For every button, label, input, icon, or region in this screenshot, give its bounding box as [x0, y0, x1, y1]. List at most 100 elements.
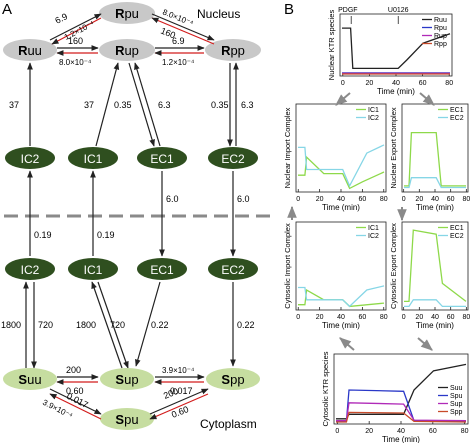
- svg-text:Rpu: Rpu: [115, 6, 139, 21]
- y-axis-label: Cytosolic Import Complex: [283, 223, 292, 309]
- svg-text:0.19: 0.19: [97, 230, 115, 240]
- node-spu: Spu: [100, 408, 154, 430]
- x-tick-label: 20: [365, 428, 373, 435]
- series-line-ic2: [298, 144, 385, 188]
- legend-label-ec2: EC2: [450, 115, 464, 122]
- flow-arrow-export-to-cyto: [417, 337, 433, 351]
- legend-label-ruu: Ruu: [434, 17, 447, 24]
- x-tick-label: 0: [296, 314, 300, 321]
- x-tick-label: 0: [402, 196, 406, 203]
- arrow-ic2-to-ruu: 37: [9, 62, 33, 146]
- svg-text:720: 720: [38, 320, 53, 330]
- series-line-ec1: [404, 229, 467, 303]
- svg-text:0.19: 0.19: [34, 230, 52, 240]
- legend-label-ec2: EC2: [450, 233, 464, 240]
- svg-text:6.0: 6.0: [166, 194, 179, 204]
- x-tick-label: 20: [366, 80, 374, 87]
- rate-rup-rpp-rev: 1.2×10⁻⁴: [162, 58, 195, 67]
- svg-text:37: 37: [9, 100, 19, 110]
- cytoplasm-label: Cytoplasm: [200, 417, 257, 431]
- u0126-annotation: U0126: [388, 7, 409, 14]
- x-tick-label: 20: [415, 196, 423, 203]
- node-ic2-bot: IC2: [5, 258, 55, 280]
- svg-text:6.3: 6.3: [158, 100, 171, 110]
- node-ruu: Ruu: [3, 39, 57, 61]
- x-tick-label: 40: [431, 314, 439, 321]
- rate-rup-rpp-fwd: 6.9: [172, 36, 185, 46]
- x-tick-label: 20: [316, 196, 324, 203]
- reaction-ruu-rup: 160 8.0×10⁻⁴: [56, 36, 99, 67]
- legend-label-ic1: IC1: [368, 107, 379, 114]
- legend-label-rup: Rup: [434, 33, 447, 40]
- node-rpu: Rpu: [99, 2, 155, 24]
- arrow-ic1-up: 0.19: [90, 170, 115, 256]
- reaction-suu-spu: 3.9×10⁻⁴ 0.017: [41, 388, 102, 421]
- svg-text:IC1: IC1: [84, 152, 103, 166]
- x-tick-label: 0: [402, 314, 406, 321]
- flow-arrow-cyto-to-import: [339, 337, 355, 351]
- rpp-suffix: pp: [230, 43, 244, 58]
- rup-prefix: R: [115, 43, 125, 58]
- series-line-ec1: [404, 131, 466, 187]
- legend-label-suu: Suu: [450, 385, 463, 392]
- arrow-ic2-up: 0.19: [27, 170, 52, 256]
- rate-ruu-rup-rev: 8.0×10⁻⁴: [59, 58, 92, 67]
- y-axis-label: Nuclear Export Complex: [389, 107, 398, 189]
- svg-text:0.017: 0.017: [170, 386, 193, 396]
- svg-text:Rpp: Rpp: [221, 43, 245, 58]
- x-tick-label: 40: [337, 196, 345, 203]
- reaction-sup-spp: 3.9×10⁻⁴ 0.017: [154, 366, 205, 396]
- rpp-prefix: R: [221, 43, 231, 58]
- y-axis-label: Cytosolic KTR species: [321, 351, 330, 426]
- arrow-ic1-to-rup: 37: [84, 62, 120, 147]
- x-axis-label: Time (min): [416, 203, 454, 212]
- x-tick-label: 0: [341, 80, 345, 87]
- x-tick-label: 80: [380, 196, 388, 203]
- x-tick-label: 80: [462, 196, 470, 203]
- legend-label-ic1: IC1: [368, 225, 379, 232]
- node-ec1-bot: EC1: [137, 258, 187, 280]
- x-tick-label: 40: [337, 314, 345, 321]
- panel-b-label: B: [284, 1, 294, 18]
- nucleus-label: Nucleus: [197, 7, 240, 21]
- x-tick-label: 60: [447, 196, 455, 203]
- pdgf-annotation: PDGF: [338, 7, 357, 14]
- series-line-sup: [336, 402, 467, 422]
- svg-text:Sup: Sup: [115, 372, 138, 387]
- svg-text:1800: 1800: [1, 320, 21, 330]
- x-tick-label: 60: [429, 428, 437, 435]
- reaction-suu-sup: 200 0.60: [56, 365, 99, 396]
- x-tick-label: 40: [392, 80, 400, 87]
- x-tick-label: 80: [461, 428, 469, 435]
- x-axis-label: Time (min): [322, 203, 360, 212]
- svg-text:0.22: 0.22: [237, 320, 255, 330]
- reaction-suu-ic2: 1800 720: [1, 281, 53, 369]
- flow-arrow-ktr-to-export: [419, 92, 435, 106]
- svg-text:EC1: EC1: [150, 152, 174, 166]
- svg-text:Ruu: Ruu: [18, 43, 42, 58]
- series-line-ic2: [298, 285, 385, 308]
- legend-label-spp: Spp: [450, 409, 463, 416]
- x-tick-label: 20: [415, 314, 423, 321]
- svg-text:EC2: EC2: [221, 263, 245, 277]
- node-rup: Rup: [99, 39, 155, 61]
- svg-text:Spp: Spp: [221, 372, 244, 387]
- svg-text:EC2: EC2: [221, 152, 245, 166]
- svg-text:0.35: 0.35: [211, 100, 229, 110]
- x-tick-label: 40: [431, 196, 439, 203]
- svg-text:37: 37: [84, 100, 94, 110]
- series-line-ec2: [404, 299, 466, 308]
- node-suu: Suu: [3, 368, 57, 390]
- arrow-rup-ec1: 0.35 6.3: [114, 62, 171, 147]
- x-tick-label: 60: [419, 80, 427, 87]
- svg-text:200: 200: [66, 365, 81, 375]
- x-tick-label: 40: [397, 428, 405, 435]
- series-line-ic1: [298, 155, 385, 190]
- reaction-sup-ic1: 1800 720: [76, 281, 129, 369]
- legend-label-rpu: Rpu: [434, 25, 447, 32]
- svg-text:6.0: 6.0: [237, 194, 250, 204]
